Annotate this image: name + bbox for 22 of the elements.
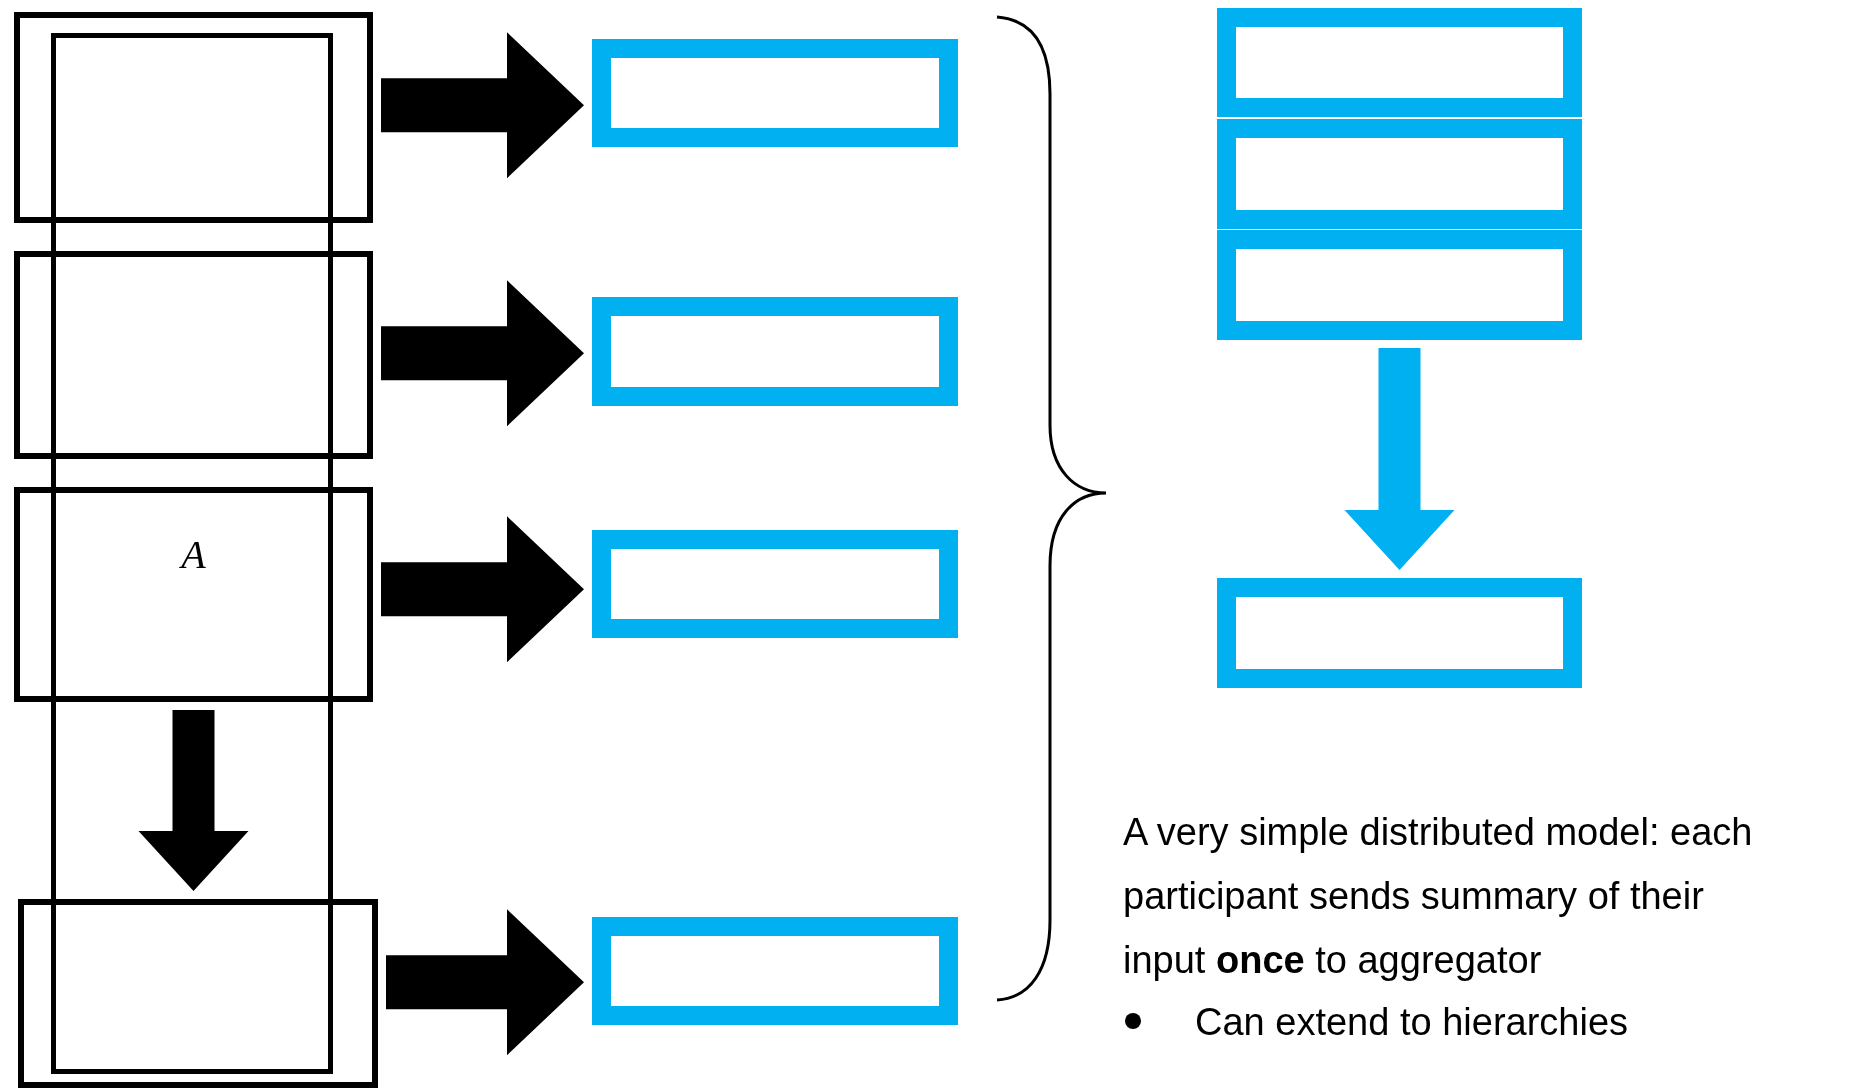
outline-box	[1217, 230, 1582, 340]
block-arrow	[1344, 348, 1455, 570]
outline-box	[592, 917, 958, 1025]
block-arrow	[381, 280, 584, 427]
bullet-text: Can extend to hierarchies	[1195, 1000, 1629, 1045]
block-arrow	[381, 516, 584, 663]
outline-box	[18, 899, 378, 1088]
outline-box	[592, 39, 958, 147]
outline-box	[1217, 578, 1582, 688]
description-text: A very simple distributed model: each participant sends summary of their input once to aggregator	[1123, 810, 1754, 983]
outline-box	[1217, 8, 1582, 117]
outline-box	[1217, 119, 1582, 229]
outline-box	[14, 487, 373, 702]
outline-box	[592, 530, 958, 638]
box-label: A	[178, 531, 207, 578]
block-arrow	[386, 909, 584, 1056]
outline-box	[592, 297, 958, 406]
block-arrow	[138, 710, 249, 891]
outline-box	[14, 251, 373, 459]
block-arrow	[381, 32, 584, 179]
tall-outline-box	[51, 33, 333, 1074]
outline-box	[14, 12, 373, 223]
